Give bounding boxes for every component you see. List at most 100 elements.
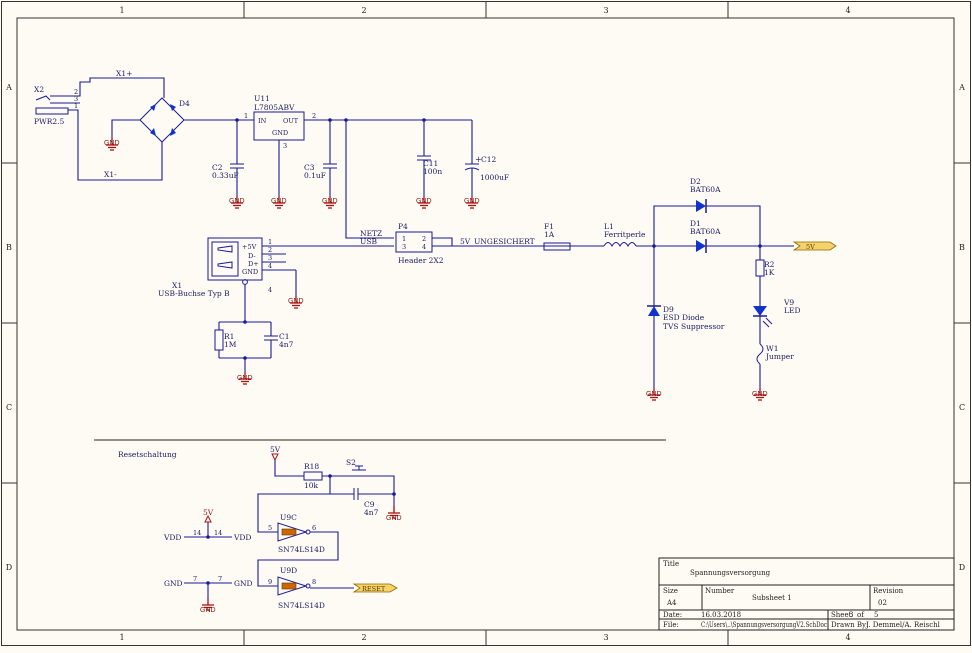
u11-ref: U11 <box>254 94 270 103</box>
diode-d1[interactable]: D1 BAT60A <box>690 219 721 253</box>
x2-ref: X2 <box>34 85 44 94</box>
fuse-f1[interactable]: F1 1A <box>543 222 571 251</box>
u11-pin-gnd: GND <box>272 129 288 137</box>
tb-file-label: File: <box>663 621 679 629</box>
u11-pin-1: 1 <box>244 112 248 120</box>
u9c-pin-in: 5 <box>268 524 272 532</box>
regulator-u11[interactable]: U11 L7805ABV IN OUT GND 1 2 3 <box>244 94 316 150</box>
d4-ref: D4 <box>179 99 190 108</box>
p4-pin-2: 2 <box>422 235 426 243</box>
l1-ref: L1 <box>604 222 614 231</box>
diode-d2[interactable]: D2 BAT60A <box>690 177 721 213</box>
p4-value: Header 2X2 <box>398 256 444 265</box>
gnd-label-c3: GND <box>322 198 338 205</box>
capacitor-c12[interactable]: + C12 1000uF <box>464 120 509 196</box>
vdd-left-label: VDD <box>163 533 181 542</box>
x1-pinnum-4: 4 <box>268 262 272 270</box>
u9d-ref: U9D <box>280 566 297 575</box>
bridge-rectifier-d4[interactable]: D4 <box>139 97 190 143</box>
x1-pinnum-1: 1 <box>268 238 272 246</box>
wire-x1-minus <box>68 109 163 181</box>
zone-col-3-bottom: 3 <box>603 633 608 642</box>
zone-row-b-left: B <box>6 243 12 252</box>
c1-ref: C1 <box>279 332 290 341</box>
u9d-pin-in: 9 <box>268 578 272 586</box>
d2-ref: D2 <box>690 177 701 186</box>
svg-text:+: + <box>475 155 482 164</box>
x1-body <box>207 237 263 281</box>
u9c-ref: U9C <box>280 513 297 522</box>
ferrite-l1[interactable]: L1 Ferritperle <box>603 222 646 248</box>
vdd-pin-a: 14 <box>193 529 201 537</box>
vdd-pin-b: 14 <box>214 529 222 537</box>
zone-col-1-bottom: 1 <box>119 633 124 642</box>
output-section: F1 1A L1 Ferritperle D2 BAT60A D1 BAT60A <box>543 177 837 401</box>
c12-ref: C12 <box>481 155 497 164</box>
connector-x2[interactable]: X2 PWR2.5 2 3 1 <box>34 85 78 126</box>
zone-col-4-bottom: 4 <box>845 633 850 642</box>
port-5v-label: 5V <box>806 243 815 251</box>
zone-col-4-top: 4 <box>845 6 850 15</box>
resistor-r2[interactable]: R2 1K <box>755 259 775 277</box>
net-x1-minus: X1- <box>104 170 117 179</box>
wire-x1-plus <box>50 77 165 98</box>
x2-value: PWR2.5 <box>34 117 65 126</box>
schmitt-trigger-u9d[interactable]: U9D 9 8 SN74LS14D <box>268 566 325 610</box>
u11-pin-2: 2 <box>312 112 316 120</box>
capacitor-c9[interactable]: C9 4n7 <box>353 488 379 517</box>
u11-pin-out: OUT <box>283 117 299 125</box>
gnd-label-u11: GND <box>271 198 287 205</box>
gnd-pin-b: 7 <box>218 575 222 583</box>
x1-pinnum-3: 3 <box>268 254 272 262</box>
x1-pin-label-dplus: D+ <box>248 260 259 268</box>
header-p4[interactable]: P4 1 2 3 4 Header 2X2 <box>395 222 444 265</box>
zone-col-2-bottom: 2 <box>361 633 366 642</box>
usb-connector-x1[interactable]: +5V D- D+ GND X1 USB-Buchse Typ B 4 <box>158 237 272 298</box>
u9c-value: SN74LS14D <box>278 545 325 554</box>
reset-5v-label: 5V <box>270 445 281 454</box>
tb-size: A4 <box>666 599 677 607</box>
resistor-r1[interactable]: R1 1M <box>214 322 237 358</box>
switch-s2[interactable]: S2 <box>344 458 372 477</box>
jumper-w1[interactable]: W1 Jumper <box>756 343 794 365</box>
net-netz: NETZ <box>360 229 382 238</box>
zone-col-3-top: 3 <box>603 6 608 15</box>
port-reset-label: RESET <box>362 585 386 593</box>
x2-pin-1: 1 <box>74 102 78 110</box>
capacitor-c3[interactable]: C3 0.1uF <box>304 120 337 196</box>
tb-drawn-label: Drawn By: <box>831 621 868 629</box>
port-reset[interactable]: RESET <box>352 583 398 593</box>
capacitor-c2[interactable]: C2 0.33uF <box>212 120 244 196</box>
net-5v-ungesichert: 5V_UNGESICHERT <box>460 237 535 246</box>
p4-pin-3: 3 <box>402 243 406 251</box>
zone-row-d-right: D <box>959 563 965 572</box>
x1-shield-pin: 4 <box>268 286 272 294</box>
x1-ref: X1 <box>172 281 182 290</box>
resistor-r18[interactable]: R18 10k <box>303 462 323 490</box>
x2-pin-2: 2 <box>74 88 78 96</box>
reset-section: Resetschaltung 5V R18 10k S2 C9 4n7 <box>118 445 402 614</box>
tb-number: Subsheet 1 <box>752 594 792 602</box>
vdd-right-label: VDD <box>233 533 251 542</box>
tvs-diode-d9[interactable]: D9 ESD Diode TVS Suppressor <box>647 305 725 331</box>
zone-col-1-top: 1 <box>119 6 124 15</box>
d1-ref: D1 <box>690 219 701 228</box>
tb-sheet-of: of <box>857 611 865 619</box>
port-5v[interactable]: 5V <box>792 241 837 251</box>
capacitor-c11[interactable]: C11 100n <box>417 120 442 196</box>
f1-value: 1A <box>544 230 555 239</box>
p4-pin-1: 1 <box>402 235 406 243</box>
d9-value: ESD Diode <box>663 313 705 322</box>
tb-drawn-by: J. Demmel/A. Reischl <box>865 621 941 629</box>
c3-ref: C3 <box>304 163 315 172</box>
schmitt-trigger-u9c[interactable]: U9C 5 6 SN74LS14D <box>268 513 325 554</box>
tb-title-label: Title <box>663 560 679 568</box>
x1-pinnum-2: 2 <box>268 246 272 254</box>
x1-pin-label-5v: +5V <box>242 243 257 251</box>
l1-value: Ferritperle <box>604 230 646 239</box>
capacitor-c1[interactable]: C1 4n7 <box>264 322 294 358</box>
x1-pin-label-dminus: D- <box>248 252 256 260</box>
p4-ref: P4 <box>398 222 408 231</box>
zone-col-2-top: 2 <box>361 6 366 15</box>
